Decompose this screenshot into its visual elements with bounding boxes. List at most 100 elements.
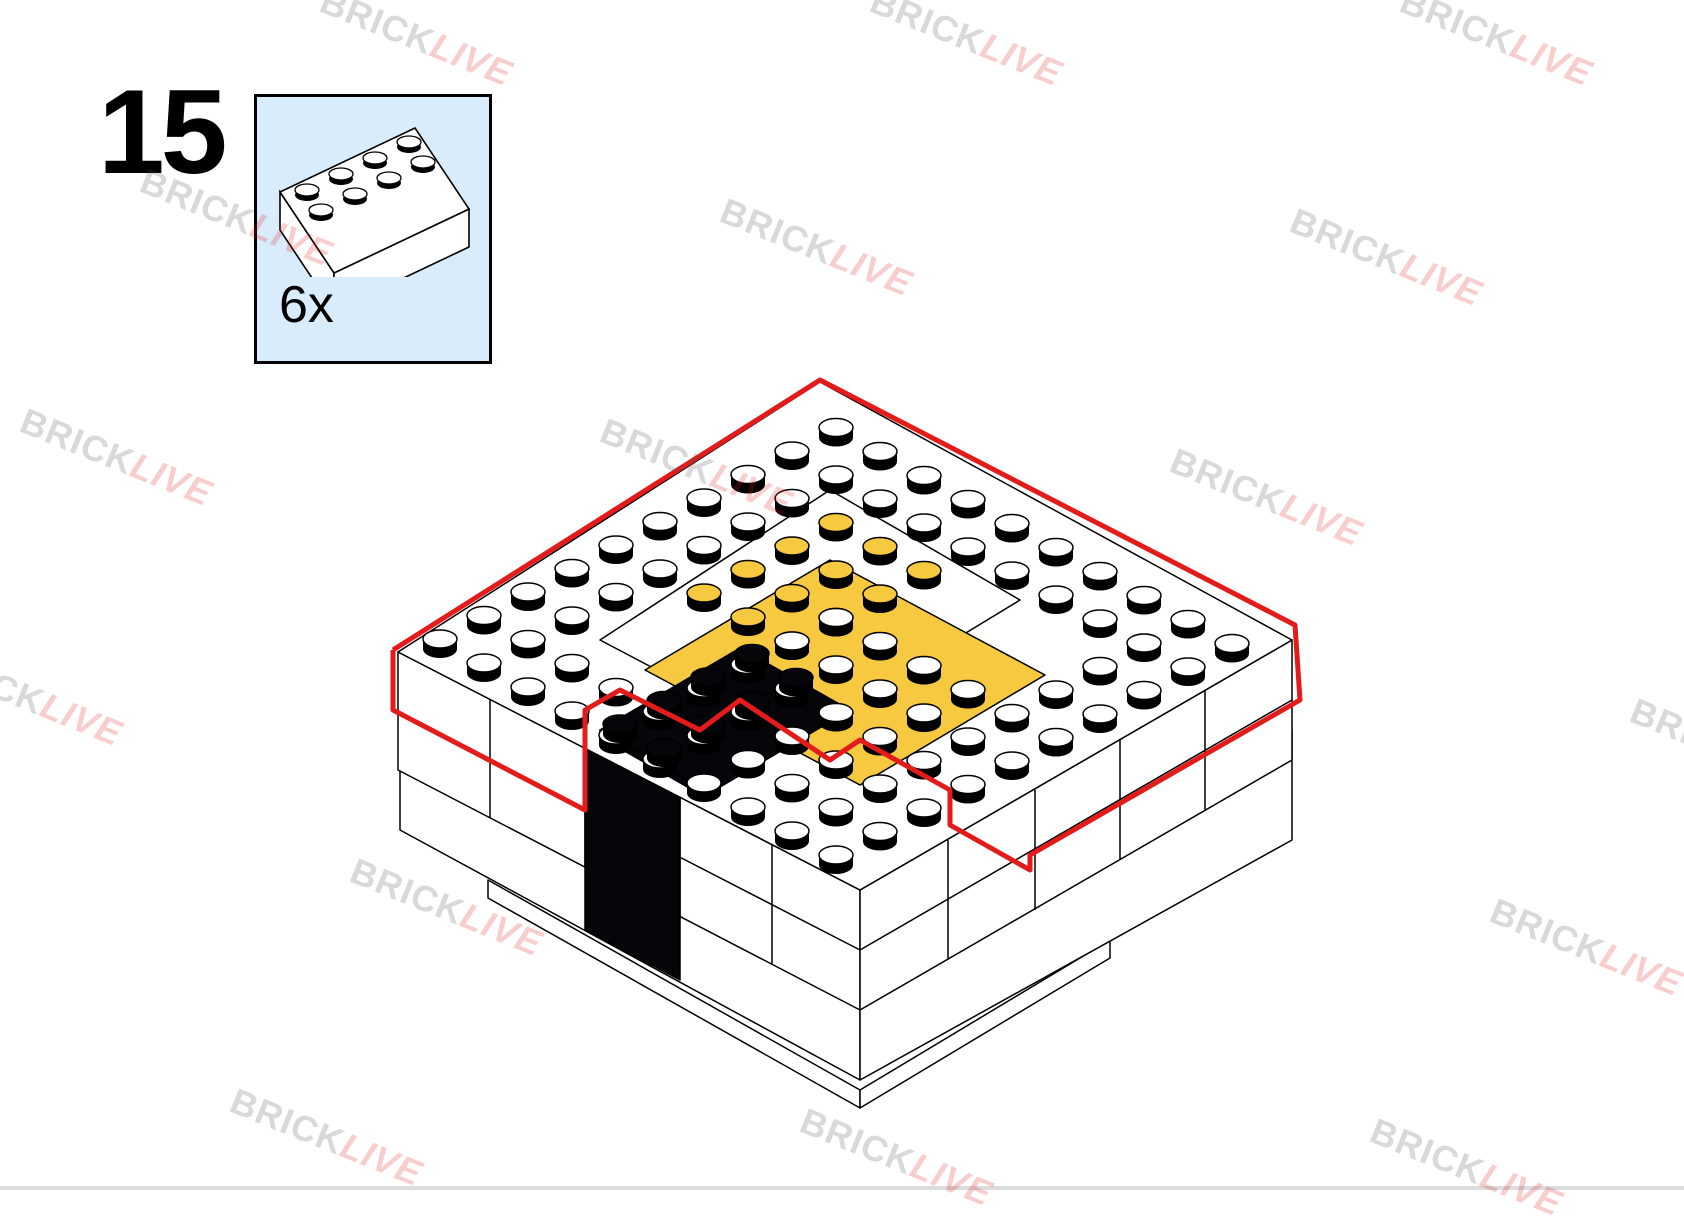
stud (554, 558, 590, 588)
stud (950, 727, 986, 756)
stud (818, 465, 854, 494)
stud (510, 582, 546, 611)
stud (308, 203, 334, 221)
step-number: 15 (98, 65, 227, 199)
stud (818, 797, 854, 827)
stud (554, 701, 590, 730)
stud (862, 774, 898, 803)
stud (818, 607, 854, 637)
stud (862, 584, 898, 613)
stud (362, 151, 388, 169)
stud (818, 655, 854, 684)
stud (734, 643, 770, 673)
stud (906, 798, 942, 827)
stud (994, 703, 1030, 733)
stud (906, 703, 942, 732)
stud (686, 583, 722, 612)
stud (906, 750, 942, 780)
stud (778, 667, 814, 697)
stud (950, 774, 986, 804)
model-assembly (390, 377, 1303, 1109)
stud (950, 489, 986, 519)
stud (862, 631, 898, 661)
stud (328, 167, 354, 185)
stud (294, 183, 320, 201)
stud (598, 535, 634, 564)
brick-2x4-icon (278, 126, 471, 277)
stud (818, 560, 854, 589)
stud (730, 512, 766, 541)
stud (1170, 609, 1206, 639)
stud (950, 537, 986, 566)
stud (906, 655, 942, 685)
stud (466, 605, 502, 635)
stud (818, 845, 854, 874)
stud (906, 465, 942, 495)
stud (774, 488, 810, 518)
stud (774, 536, 810, 565)
stud (686, 535, 722, 565)
stud (994, 561, 1030, 590)
stud (818, 512, 854, 542)
stud (862, 726, 898, 756)
stud (554, 606, 590, 635)
stud (686, 488, 722, 517)
stud (1126, 585, 1162, 615)
stud (730, 607, 766, 636)
new-bricks-outline (390, 377, 1303, 873)
stud (862, 679, 898, 708)
stud (950, 679, 986, 709)
stud (862, 489, 898, 518)
stud (862, 821, 898, 851)
stud (1038, 537, 1074, 567)
stud (1082, 656, 1118, 686)
stud (730, 464, 766, 494)
stud (1038, 727, 1074, 757)
stud (466, 653, 502, 682)
stud (510, 629, 546, 659)
parts-quantity: 6x (279, 276, 334, 334)
stud (994, 751, 1030, 780)
stud (642, 559, 678, 588)
base-plate-right-face (859, 939, 1111, 1109)
stud (730, 559, 766, 589)
stud (598, 582, 634, 612)
stud (1082, 609, 1118, 638)
stud (410, 155, 436, 173)
stud (774, 821, 810, 850)
stud (862, 441, 898, 471)
stud (1082, 561, 1118, 591)
parts-callout: 6x (254, 94, 492, 364)
stud (686, 773, 722, 802)
stud (1126, 680, 1162, 710)
stud (1038, 585, 1074, 614)
stud (774, 441, 810, 470)
stud (422, 629, 458, 658)
stud (730, 749, 766, 779)
stud (906, 560, 942, 590)
stud (862, 536, 898, 566)
stud (730, 797, 766, 826)
stud (906, 513, 942, 542)
stud (396, 135, 422, 153)
stud (510, 677, 546, 706)
stud (554, 653, 590, 683)
stud (1082, 704, 1118, 733)
stud (1170, 657, 1206, 686)
stud (774, 583, 810, 613)
stud (646, 738, 682, 767)
stud (1126, 633, 1162, 662)
stud (774, 631, 810, 660)
stud (994, 513, 1030, 543)
stud (774, 773, 810, 803)
stud (1038, 680, 1074, 709)
stud (818, 702, 854, 732)
stud (602, 714, 638, 743)
stud (376, 171, 402, 189)
stud (1214, 633, 1250, 663)
stud (342, 187, 368, 205)
stud (818, 417, 854, 447)
page-bottom-rule (0, 1186, 1684, 1190)
stud (642, 511, 678, 541)
